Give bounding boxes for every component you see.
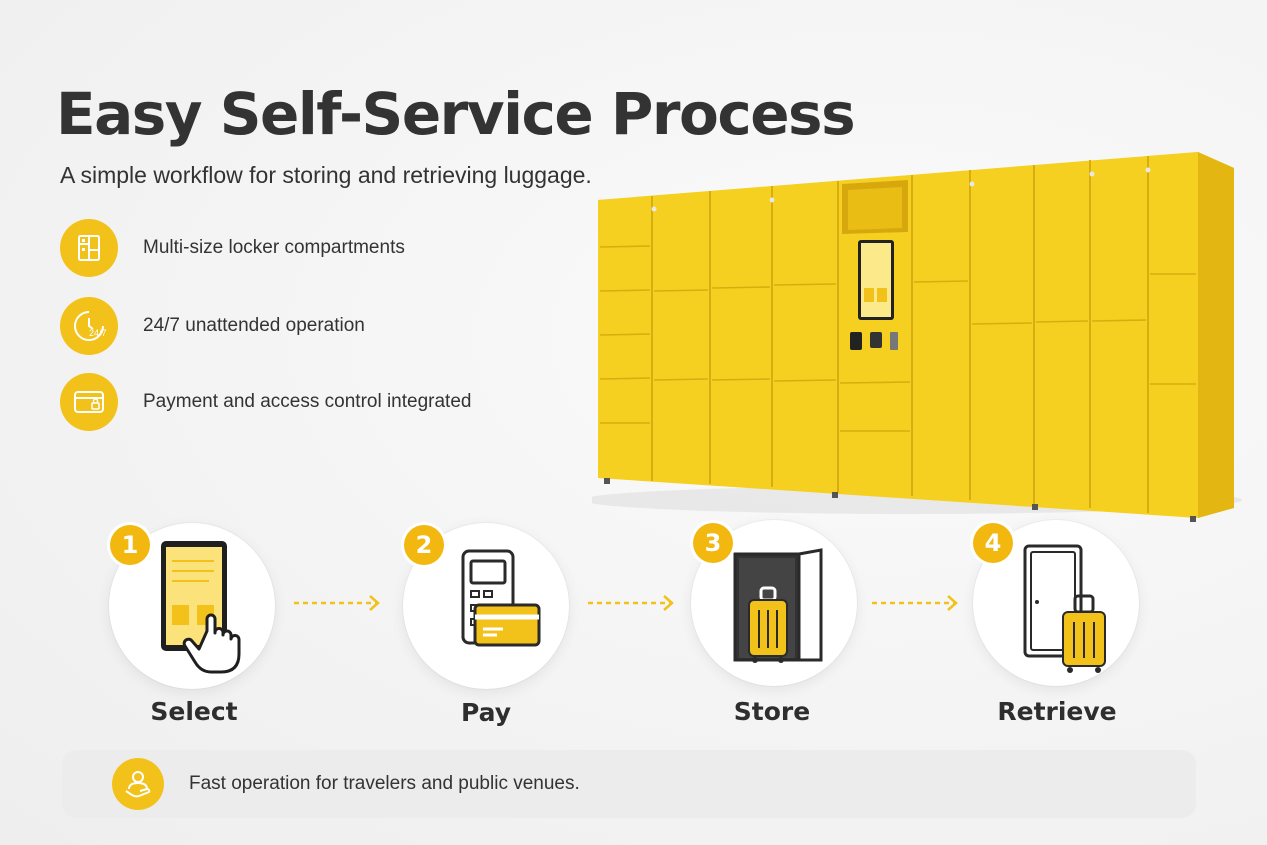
arrow-right-icon: [294, 595, 380, 611]
locker-retrieve-luggage-icon: [1023, 544, 1106, 673]
feature-item: Payment and access control integrated: [60, 372, 471, 432]
feature-item: Multi-size locker compartments: [60, 218, 471, 278]
card-lock-icon: [60, 373, 118, 431]
payment-terminal-card-icon: [461, 549, 541, 647]
arrow-right-icon: [872, 595, 958, 611]
step-number-badge: 1: [110, 525, 150, 565]
feature-label: 24/7 unattended operation: [143, 315, 365, 336]
step-label: Select: [150, 697, 238, 726]
svg-text:24/7: 24/7: [89, 328, 107, 338]
footer-text: Fast operation for travelers and public …: [189, 773, 580, 794]
step-number-badge: 2: [404, 525, 444, 565]
touchscreen-tap-icon: [161, 541, 241, 674]
feature-label: Multi-size locker compartments: [143, 237, 405, 258]
step-label: Store: [733, 697, 811, 726]
feature-list: Multi-size locker compartments 24/7 24/7…: [60, 218, 471, 450]
page-title: Easy Self-Service Process: [56, 80, 856, 148]
arrow-right-icon: [588, 595, 674, 611]
feature-item: 24/7 24/7 unattended operation: [60, 296, 471, 356]
locker-store-luggage-icon: [733, 548, 823, 663]
step-number-badge: 4: [973, 523, 1013, 563]
luggage-locker-illustration: [592, 152, 1242, 522]
person-hand-icon: [112, 758, 164, 810]
footer-banner: Fast operation for travelers and public …: [62, 750, 1196, 818]
step-label: Retrieve: [997, 697, 1117, 726]
step-circle: [109, 523, 275, 689]
step-number-badge: 3: [693, 523, 733, 563]
clock-24-7-icon: 24/7: [60, 297, 118, 355]
step-label: Pay: [460, 698, 512, 727]
locker-grid-icon: [60, 219, 118, 277]
page-subtitle: A simple workflow for storing and retrie…: [60, 162, 592, 188]
feature-label: Payment and access control integrated: [143, 391, 472, 412]
